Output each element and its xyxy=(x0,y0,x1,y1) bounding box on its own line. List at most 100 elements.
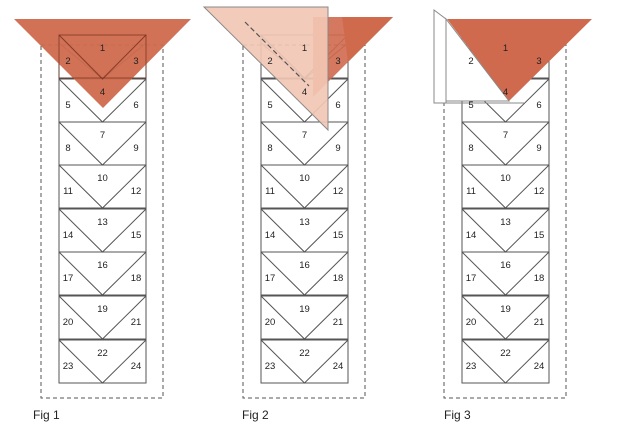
seam-allowance xyxy=(40,44,164,399)
pattern-number: 19 xyxy=(500,304,511,315)
folded-flap xyxy=(202,6,329,132)
pattern-number: 16 xyxy=(500,260,511,271)
pattern-number: 13 xyxy=(97,217,108,228)
pattern-number: 10 xyxy=(97,173,108,184)
stitch-lines xyxy=(58,34,147,80)
pattern-number: 21 xyxy=(534,317,545,328)
caption-fig-1: Fig 1 xyxy=(33,408,60,422)
pattern-number: 7 xyxy=(100,130,105,141)
pattern-number: 9 xyxy=(536,143,541,154)
block-7-v-lines xyxy=(461,295,550,340)
pattern-number: 20 xyxy=(265,317,276,328)
pattern-number: 4 xyxy=(302,87,307,98)
paper-flap-edge xyxy=(433,9,447,104)
fabric-triangle-main xyxy=(313,17,393,97)
pattern-number: 10 xyxy=(299,173,310,184)
pattern-number: 15 xyxy=(534,230,545,241)
pattern-number: 13 xyxy=(500,217,511,228)
pattern-number: 18 xyxy=(131,273,142,284)
pattern-number: 20 xyxy=(466,317,477,328)
pattern-number: 13 xyxy=(299,217,310,228)
pattern-number: 16 xyxy=(97,260,108,271)
pattern-number: 4 xyxy=(503,87,508,98)
pattern-number: 19 xyxy=(299,304,310,315)
pattern-number: 23 xyxy=(265,361,276,372)
pattern-number: 14 xyxy=(265,230,276,241)
pattern-number: 9 xyxy=(335,143,340,154)
pattern-number: 1 xyxy=(100,43,105,54)
pattern-number: 6 xyxy=(133,100,138,111)
pattern-number: 16 xyxy=(299,260,310,271)
pattern-number: 6 xyxy=(536,100,541,111)
pattern-number: 5 xyxy=(65,100,70,111)
pattern-number: 15 xyxy=(333,230,344,241)
pattern-number: 2 xyxy=(267,56,272,67)
pattern-number: 22 xyxy=(500,348,511,359)
pattern-number: 19 xyxy=(97,304,108,315)
block-7-v-lines xyxy=(58,295,147,340)
pattern-number: 24 xyxy=(333,361,344,372)
pattern-number: 8 xyxy=(65,143,70,154)
pattern-number: 17 xyxy=(63,273,74,284)
pattern-number: 3 xyxy=(335,56,340,67)
pattern-number: 8 xyxy=(267,143,272,154)
pattern-number: 23 xyxy=(63,361,74,372)
pattern-number: 7 xyxy=(503,130,508,141)
pattern-number: 14 xyxy=(63,230,74,241)
caption-fig-2: Fig 2 xyxy=(242,408,269,422)
block-1-through-fabric xyxy=(58,34,147,79)
fold-line xyxy=(244,21,310,87)
block-7-v-lines xyxy=(260,295,349,340)
pattern-number: 22 xyxy=(299,348,310,359)
pattern-number: 7 xyxy=(302,130,307,141)
caption-fig-3: Fig 3 xyxy=(444,408,471,422)
fabric-triangle xyxy=(14,19,191,108)
seam-allowance xyxy=(242,44,366,399)
fabric-triangle xyxy=(447,19,592,101)
block-8-v-lines xyxy=(461,339,550,384)
seam-allowance xyxy=(443,44,567,399)
pattern-number: 24 xyxy=(131,361,142,372)
pattern-number: 8 xyxy=(468,143,473,154)
pattern-number: 18 xyxy=(534,273,545,284)
pattern-number: 21 xyxy=(333,317,344,328)
pattern-number: 1 xyxy=(302,43,307,54)
block-6-v-lines xyxy=(260,251,349,296)
pattern-number: 2 xyxy=(468,56,473,67)
pattern-number: 12 xyxy=(131,186,142,197)
pattern-number: 17 xyxy=(466,273,477,284)
block-6-v-lines xyxy=(461,251,550,296)
pattern-number: 4 xyxy=(100,87,105,98)
pattern-number: 23 xyxy=(466,361,477,372)
paper-flap xyxy=(445,17,511,102)
pattern-number: 18 xyxy=(333,273,344,284)
pattern-number: 1 xyxy=(503,43,508,54)
pattern-number: 22 xyxy=(97,348,108,359)
block-6-v-lines xyxy=(58,251,147,296)
pattern-number: 6 xyxy=(335,100,340,111)
block-8-v-lines xyxy=(58,339,147,384)
pattern-number: 11 xyxy=(63,186,73,197)
pattern-number: 24 xyxy=(534,361,545,372)
pattern-number: 3 xyxy=(133,56,138,67)
pattern-number: 3 xyxy=(536,56,541,67)
block-4-v-lines xyxy=(58,164,147,209)
pattern-number: 21 xyxy=(131,317,142,328)
pattern-number: 10 xyxy=(500,173,511,184)
pattern-number: 2 xyxy=(65,56,70,67)
pattern-number: 11 xyxy=(265,186,275,197)
pattern-number: 15 xyxy=(131,230,142,241)
pattern-number: 20 xyxy=(63,317,74,328)
pattern-number: 5 xyxy=(468,100,473,111)
pattern-number: 12 xyxy=(534,186,545,197)
block-4-v-lines xyxy=(461,164,550,209)
pattern-number: 11 xyxy=(466,186,476,197)
pattern-number: 17 xyxy=(265,273,276,284)
pattern-number: 5 xyxy=(267,100,272,111)
pattern-number: 14 xyxy=(466,230,477,241)
pattern-number: 9 xyxy=(133,143,138,154)
